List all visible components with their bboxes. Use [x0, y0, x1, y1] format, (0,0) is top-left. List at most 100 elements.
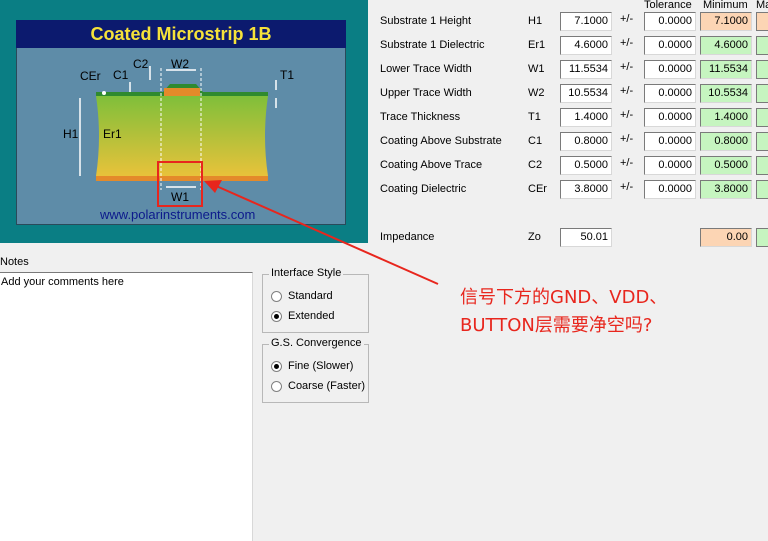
param-value-input[interactable]: 11.5534 — [560, 60, 612, 79]
label-t1: T1 — [280, 68, 295, 82]
tolerance-input[interactable]: 0.0000 — [644, 36, 696, 55]
maximum-value — [756, 12, 768, 31]
plus-minus-label: +/- — [620, 181, 634, 193]
annotation-line-2: BUTTON层需要净空吗? — [460, 315, 653, 336]
minimum-value: 7.1000 — [700, 12, 752, 31]
tolerance-input[interactable]: 0.0000 — [644, 156, 696, 175]
param-row-t1: Trace Thickness T1 1.4000 +/- 0.0000 1.4… — [372, 107, 768, 131]
tolerance-input[interactable]: 0.0000 — [644, 60, 696, 79]
param-symbol: CEr — [528, 183, 547, 195]
param-row-w1: Lower Trace Width W1 11.5534 +/- 0.0000 … — [372, 59, 768, 83]
plus-minus-label: +/- — [620, 61, 634, 73]
plus-minus-label: +/- — [620, 13, 634, 25]
param-value-input[interactable]: 0.5000 — [560, 156, 612, 175]
stackup-diagram: Coated Microstrip 1B CEr C1 C2 W2 T1 H1 … — [0, 0, 368, 243]
annotation-line-1: 信号下方的GND、VDD、 — [460, 287, 668, 308]
param-value-input[interactable]: 3.8000 — [560, 180, 612, 199]
param-symbol: W1 — [528, 63, 545, 75]
vendor-url: www.polarinstruments.com — [100, 207, 256, 222]
param-row-cer: Coating Dielectric CEr 3.8000 +/- 0.0000… — [372, 179, 768, 203]
param-label: Coating Dielectric — [380, 183, 467, 195]
notes-label: Notes — [0, 256, 29, 268]
label-w1: W1 — [171, 190, 189, 204]
tolerance-input[interactable]: 0.0000 — [644, 180, 696, 199]
param-value-input[interactable]: 0.8000 — [560, 132, 612, 151]
minimum-value: 10.5534 — [700, 84, 752, 103]
notes-placeholder: Add your comments here — [1, 276, 124, 288]
radio-label: Standard — [288, 290, 333, 302]
param-label: Lower Trace Width — [380, 63, 472, 75]
minimum-value: 11.5534 — [700, 60, 752, 79]
label-cer: CEr — [80, 69, 101, 83]
tolerance-input[interactable]: 0.0000 — [644, 108, 696, 127]
radio-label: Fine (Slower) — [288, 360, 354, 372]
maximum-header: Ma — [756, 0, 768, 11]
minimum-value: 3.8000 — [700, 180, 752, 199]
diagram-title: Coated Microstrip 1B — [16, 20, 346, 48]
label-c1: C1 — [113, 68, 129, 82]
minimum-value: 0.8000 — [700, 132, 752, 151]
group-title: G.S. Convergence — [269, 337, 364, 349]
param-row-h1: Substrate 1 Height H1 7.1000 +/- 0.0000 … — [372, 11, 768, 35]
maximum-value — [756, 108, 768, 127]
impedance-label: Impedance — [380, 231, 435, 243]
label-w2: W2 — [171, 57, 189, 71]
param-row-c1: Coating Above Substrate C1 0.8000 +/- 0.… — [372, 131, 768, 155]
param-label: Substrate 1 Dielectric — [380, 39, 485, 51]
maximum-value — [756, 60, 768, 79]
param-symbol: H1 — [528, 15, 543, 27]
param-row-w2: Upper Trace Width W2 10.5534 +/- 0.0000 … — [372, 83, 768, 107]
minimum-value: 0.5000 — [700, 156, 752, 175]
minimum-header: Minimum — [703, 0, 748, 11]
param-row-er1: Substrate 1 Dielectric Er1 4.6000 +/- 0.… — [372, 35, 768, 59]
label-h1: H1 — [63, 127, 79, 141]
param-value-input[interactable]: 10.5534 — [560, 84, 612, 103]
param-symbol: Er1 — [528, 39, 546, 51]
radio-circle[interactable] — [271, 380, 282, 392]
impedance-symbol: Zo — [528, 231, 541, 243]
minimum-value: 1.4000 — [700, 108, 752, 127]
radio-standard[interactable]: Standard — [271, 290, 333, 302]
label-c2: C2 — [133, 57, 149, 71]
radio-label: Coarse (Faster) — [288, 380, 366, 392]
param-symbol: T1 — [528, 111, 541, 123]
maximum-value — [756, 156, 768, 175]
radio-fine[interactable]: Fine (Slower) — [271, 360, 353, 372]
tolerance-input[interactable]: 0.0000 — [644, 84, 696, 103]
param-value-input[interactable]: 1.4000 — [560, 108, 612, 127]
impedance-maximum — [756, 228, 768, 247]
radio-coarse[interactable]: Coarse (Faster) — [271, 380, 365, 392]
plus-minus-label: +/- — [620, 157, 634, 169]
param-label: Substrate 1 Height — [380, 15, 472, 27]
param-symbol: C2 — [528, 159, 543, 171]
impedance-minimum: 0.00 — [700, 228, 752, 247]
maximum-value — [756, 36, 768, 55]
tolerance-header: Tolerance — [644, 0, 692, 11]
plus-minus-label: +/- — [620, 37, 634, 49]
param-label: Coating Above Trace — [380, 159, 483, 171]
annotation-text: 信号下方的GND、VDD、 BUTTON层需要净空吗? — [460, 284, 760, 340]
minimum-value: 4.6000 — [700, 36, 752, 55]
impedance-value[interactable]: 50.01 — [560, 228, 612, 247]
radio-circle[interactable] — [271, 310, 282, 322]
param-value-input[interactable]: 4.6000 — [560, 36, 612, 55]
maximum-value — [756, 180, 768, 199]
gs-convergence-group: G.S. Convergence Fine (Slower) Coarse (F… — [262, 337, 369, 403]
plus-minus-label: +/- — [620, 133, 634, 145]
tolerance-input[interactable]: 0.0000 — [644, 12, 696, 31]
param-symbol: W2 — [528, 87, 545, 99]
tolerance-input[interactable]: 0.0000 — [644, 132, 696, 151]
param-row-c2: Coating Above Trace C2 0.5000 +/- 0.0000… — [372, 155, 768, 179]
param-value-input[interactable]: 7.1000 — [560, 12, 612, 31]
maximum-value — [756, 132, 768, 151]
param-label: Upper Trace Width — [380, 87, 472, 99]
notes-textarea[interactable]: Add your comments here — [0, 272, 253, 541]
impedance-row: Impedance Zo 50.01 0.00 — [372, 227, 768, 251]
label-er1: Er1 — [103, 127, 122, 141]
radio-circle[interactable] — [271, 360, 282, 372]
radio-circle[interactable] — [271, 290, 282, 302]
radio-extended[interactable]: Extended — [271, 310, 334, 322]
param-label: Trace Thickness — [380, 111, 461, 123]
maximum-value — [756, 84, 768, 103]
plus-minus-label: +/- — [620, 109, 634, 121]
